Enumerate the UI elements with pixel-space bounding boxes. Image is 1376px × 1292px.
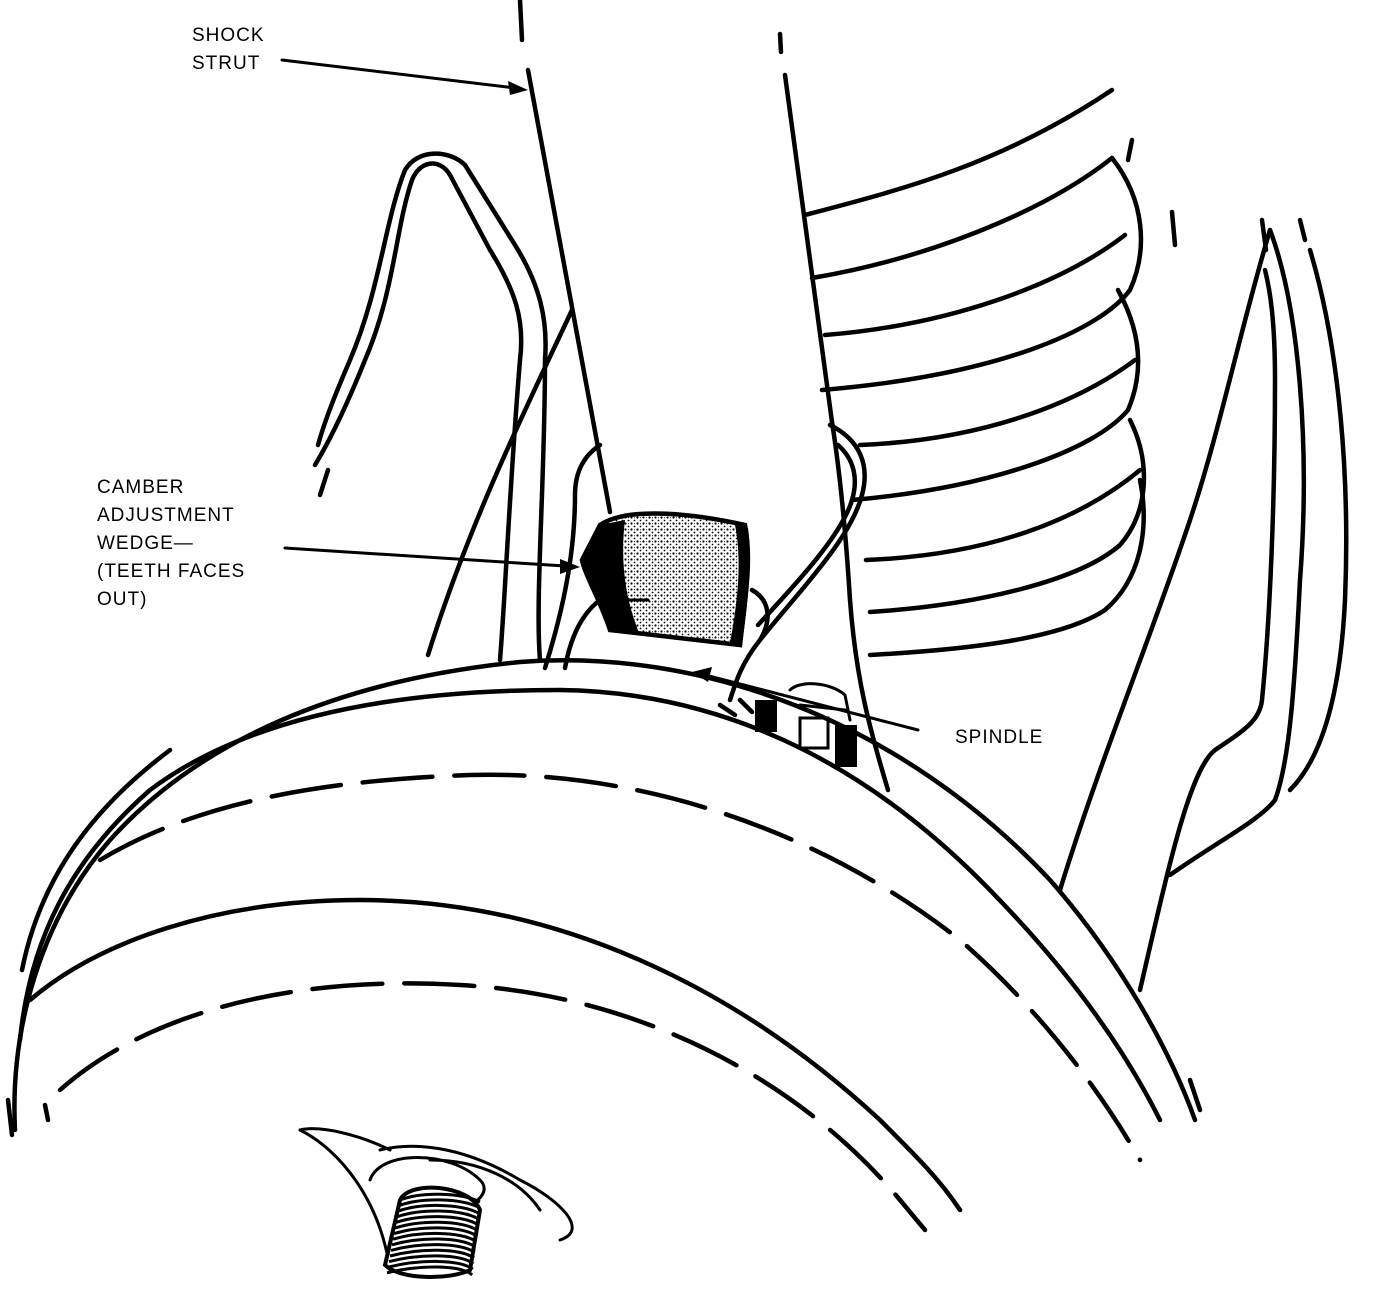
callout-leaders	[280, 58, 920, 732]
wheel-stud	[298, 1127, 574, 1279]
stud-thread	[390, 1243, 476, 1254]
stud-thread	[396, 1209, 479, 1221]
camber-wedge-label: CAMBER ADJUSTMENT WEDGE— (TEETH FACES OU…	[97, 477, 246, 610]
spindle-detail	[717, 682, 857, 767]
stud-thread	[387, 1259, 474, 1271]
camber-wedge	[579, 511, 751, 648]
stud-thread	[391, 1237, 477, 1249]
stud-thread	[398, 1198, 481, 1209]
strut-clamp	[542, 422, 867, 703]
stud-thread	[397, 1203, 480, 1215]
stud-thread	[395, 1215, 479, 1226]
stud-thread	[388, 1254, 475, 1265]
brake-drum	[5, 658, 1203, 1233]
stud-thread	[389, 1248, 475, 1260]
spindle-label: SPINDLE	[955, 727, 1044, 748]
stud-thread	[399, 1192, 481, 1204]
shock-strut	[425, 0, 891, 793]
fender-bracket	[1057, 217, 1349, 993]
stud-thread	[386, 1265, 474, 1277]
coil-spring	[802, 87, 1178, 658]
stud-thread	[392, 1231, 477, 1243]
stud-thread	[394, 1220, 478, 1232]
stud-threads	[386, 1192, 481, 1277]
shock-strut-label: SHOCK STRUT	[192, 25, 265, 74]
stud-thread	[393, 1226, 478, 1237]
bracket-loop	[312, 151, 548, 663]
